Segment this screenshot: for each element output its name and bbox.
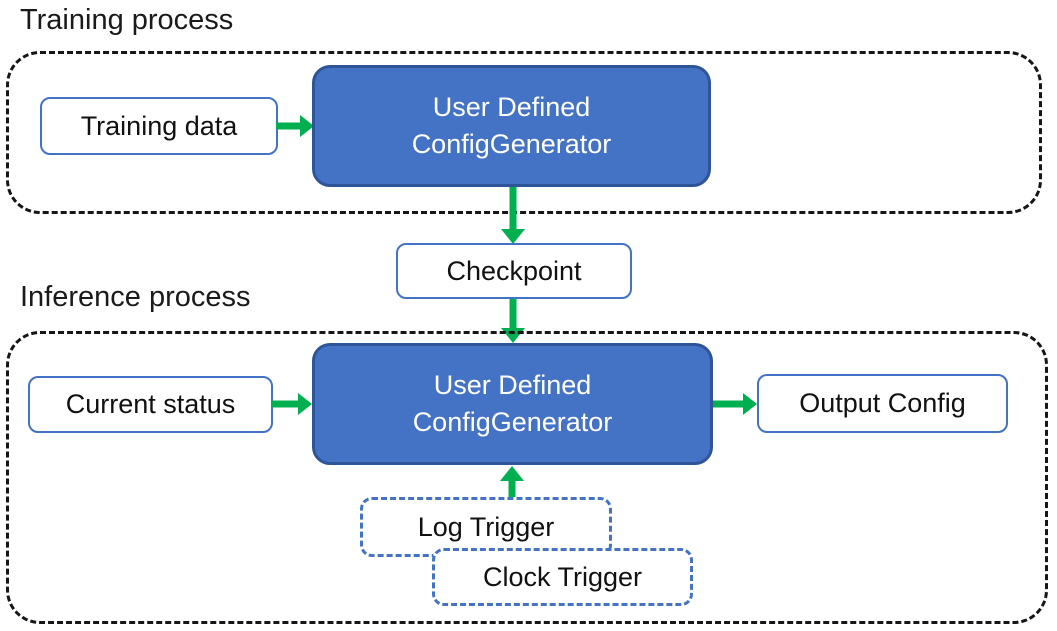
output-config-label: Output Config [799, 388, 966, 418]
training-process-label: Training process [20, 4, 234, 36]
training-process-container [6, 51, 1042, 214]
arrow-triggers-to-generator [499, 466, 525, 498]
current-status-label: Current status [65, 389, 236, 419]
output-config-box: Output Config [757, 374, 1008, 433]
current-status-box: Current status [28, 376, 273, 433]
inference-process-container [6, 331, 1048, 624]
arrow-current-status-to-generator [272, 390, 312, 418]
log-trigger-box: Log Trigger [360, 497, 612, 557]
arrow-generator-to-output-config [713, 390, 757, 418]
inference-config-generator-box: User Defined ConfigGenerator [312, 343, 713, 465]
training-data-box: Training data [40, 97, 278, 155]
training-config-generator-box: User Defined ConfigGenerator [312, 65, 711, 187]
training-generator-line2: ConfigGenerator [411, 129, 612, 159]
checkpoint-label: Checkpoint [446, 255, 582, 286]
arrow-generator-to-checkpoint [500, 187, 526, 244]
checkpoint-box: Checkpoint [396, 243, 632, 299]
arrow-training-data-to-generator [276, 112, 314, 140]
training-data-label: Training data [80, 110, 238, 141]
inference-generator-line1: User Defined [433, 370, 592, 400]
training-generator-line1: User Defined [432, 92, 591, 122]
clock-trigger-label: Clock Trigger [482, 561, 643, 592]
inference-process-label: Inference process [20, 281, 251, 313]
log-trigger-label: Log Trigger [417, 511, 555, 542]
clock-trigger-box: Clock Trigger [432, 548, 693, 606]
inference-generator-line2: ConfigGenerator [412, 407, 613, 437]
